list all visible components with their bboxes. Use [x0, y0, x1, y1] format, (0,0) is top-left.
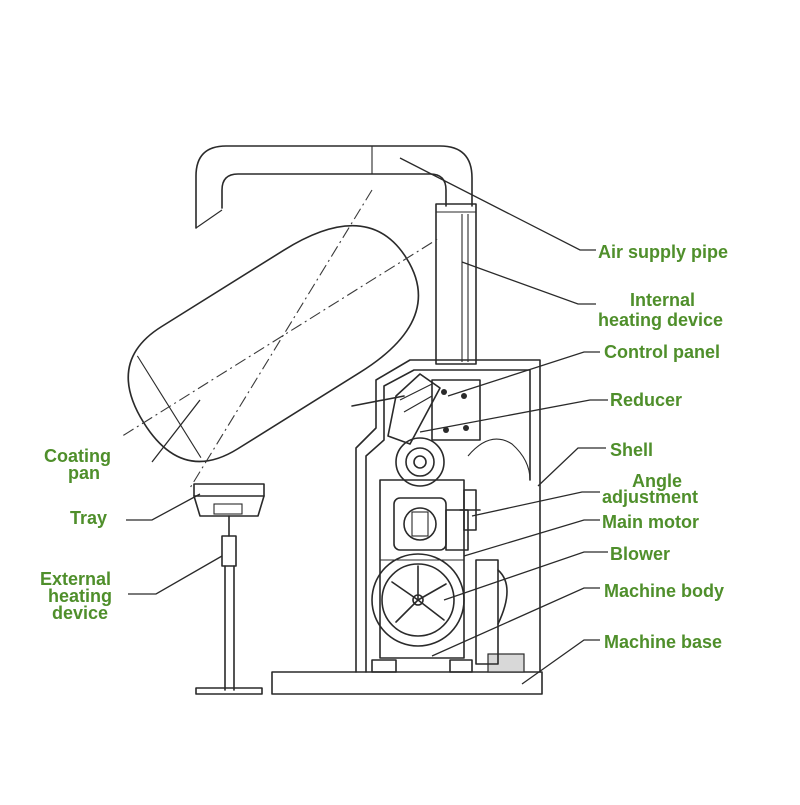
label-tray: Tray: [70, 508, 107, 528]
main-motor-drawing: [393, 497, 469, 551]
label-internal-heating-device-line2: heating device: [598, 310, 723, 330]
label-control-panel: Control panel: [604, 342, 720, 362]
label-shell: Shell: [610, 440, 653, 460]
label-external-heating-device-line3: device: [52, 603, 108, 623]
label-machine-base: Machine base: [604, 632, 722, 652]
label-external-heating-device-line2: heating: [48, 586, 112, 606]
label-angle-adjustment-line1: Angle: [632, 471, 682, 491]
label-air-supply-pipe: Air supply pipe: [598, 242, 728, 262]
label-external-heating-device-line1: External: [40, 569, 111, 589]
label-coating-pan-line2: pan: [68, 463, 100, 483]
coating-pan-drawing: [123, 189, 441, 489]
label-internal-heating-device-line1: Internal: [630, 290, 695, 310]
internal-heating-device-drawing: [435, 203, 477, 365]
label-machine-body: Machine body: [604, 581, 724, 601]
machine-body-drawing: [271, 359, 543, 695]
control-panel-drawing: [387, 373, 481, 445]
label-angle-adjustment-line2: adjustment: [602, 487, 698, 507]
label-reducer: Reducer: [610, 390, 682, 410]
label-coating-pan-line1: Coating: [44, 446, 111, 466]
leader-lines: [126, 157, 608, 685]
blower-drawing: [371, 553, 508, 665]
tray-and-stand-drawing: [193, 483, 265, 695]
labels: Air supply pipe Internal heating device …: [40, 242, 728, 652]
label-main-motor: Main motor: [602, 512, 699, 532]
label-blower: Blower: [610, 544, 670, 564]
air-supply-pipe-drawing: [195, 145, 473, 229]
